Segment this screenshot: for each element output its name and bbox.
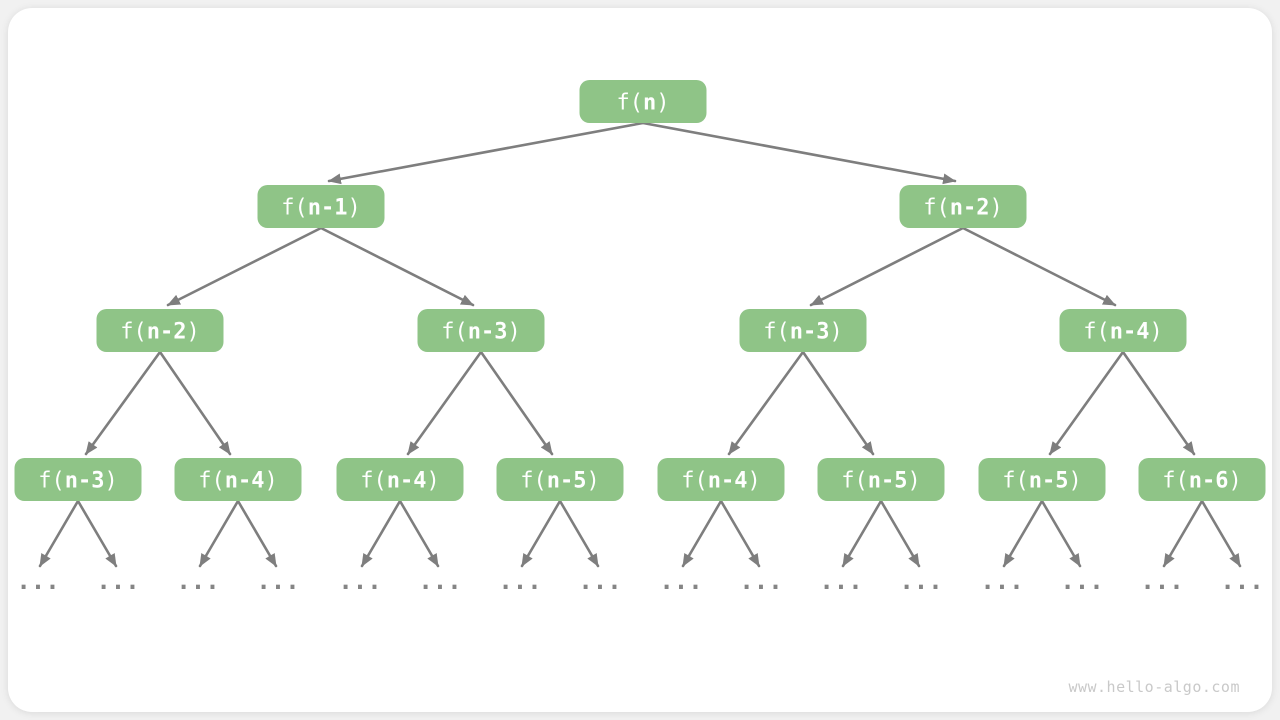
tree-node-box (96, 309, 224, 352)
tree-edge (801, 350, 875, 456)
tree-node-label: f(n-3) (441, 320, 521, 345)
tree-node: f(n-2) (96, 309, 224, 352)
tree-node-label: f(n-6) (1162, 469, 1242, 494)
tree-node: f(n-4) (174, 458, 302, 501)
leaf-arrow (1002, 499, 1044, 568)
tree-node: f(n-3) (739, 309, 867, 352)
tree-node-box (739, 309, 867, 352)
tree-node: f(n-6) (1138, 458, 1266, 501)
tree-edge (809, 226, 965, 307)
leaf-ellipsis: ... (578, 567, 621, 595)
tree-node-box (579, 80, 707, 123)
leaf-arrow (879, 499, 921, 568)
leaf-ellipsis: ... (659, 567, 702, 595)
tree-edge (1048, 350, 1125, 456)
tree-node: f(n-5) (817, 458, 945, 501)
leaf-ellipsis: ... (418, 567, 461, 595)
tree-node: f(n-5) (496, 458, 624, 501)
watermark: www.hello-algo.com (1068, 678, 1240, 696)
tree-node-label: f(n-3) (763, 320, 843, 345)
tree-node-box (14, 458, 142, 501)
leaf-ellipsis: ... (1060, 567, 1103, 595)
leaf-ellipsis: ... (338, 567, 381, 595)
tree-node-label: f(n-5) (520, 469, 600, 494)
leaf-arrow (236, 499, 278, 568)
tree-node-label: f(n-4) (360, 469, 440, 494)
tree-node-box (496, 458, 624, 501)
tree-edge (166, 226, 323, 307)
tree-node-box (817, 458, 945, 501)
tree-node-box (336, 458, 464, 501)
tree-node: f(n) (579, 80, 707, 123)
tree-edge (319, 226, 475, 307)
leaf-arrow (38, 499, 80, 568)
tree-node-label: f(n-2) (923, 196, 1003, 221)
leaf-ellipsis: ... (256, 567, 299, 595)
tree-node: f(n-4) (657, 458, 785, 501)
tree-node: f(n-1) (257, 185, 385, 228)
leaf-ellipsis: ... (96, 567, 139, 595)
tree-node-label: f(n-1) (281, 196, 361, 221)
tree-node-box (1138, 458, 1266, 501)
leaf-ellipsis: ... (1220, 567, 1263, 595)
tree-edge (406, 350, 483, 456)
leaf-ellipsis: ... (498, 567, 541, 595)
tree-edge (641, 121, 957, 185)
leaf-arrow (841, 499, 883, 568)
figure-card (8, 8, 1272, 712)
tree-node: f(n-3) (14, 458, 142, 501)
leaf-ellipsis: ... (819, 567, 862, 595)
tree-node-box (899, 185, 1027, 228)
tree-node-box (417, 309, 545, 352)
leaf-ellipsis: ... (739, 567, 782, 595)
tree-node-label: f(n-5) (1002, 469, 1082, 494)
tree-node: f(n-3) (417, 309, 545, 352)
tree-node-box (657, 458, 785, 501)
tree-node: f(n-5) (978, 458, 1106, 501)
tree-edge (479, 350, 554, 456)
leaf-arrow (719, 499, 761, 568)
tree-node-box (174, 458, 302, 501)
leaf-arrow (558, 499, 600, 568)
leaf-arrow (198, 499, 240, 568)
tree-node-label: f(n) (617, 91, 670, 116)
tree-node: f(n-4) (336, 458, 464, 501)
tree-edge (727, 350, 805, 456)
tree-node-label: f(n-4) (681, 469, 761, 494)
leaf-arrow (360, 499, 402, 568)
tree-edge (327, 121, 645, 185)
leaf-ellipsis: ... (980, 567, 1023, 595)
tree-node-label: f(n-4) (1083, 320, 1163, 345)
tree-node-label: f(n-4) (198, 469, 278, 494)
tree-edge (84, 350, 162, 456)
tree-node-box (1059, 309, 1187, 352)
leaf-ellipsis: ... (1140, 567, 1183, 595)
leaf-ellipsis: ... (16, 567, 59, 595)
leaf-arrow (520, 499, 562, 568)
leaf-ellipsis: ... (899, 567, 942, 595)
tree-edge (961, 226, 1117, 307)
leaf-arrow (1200, 499, 1242, 568)
leaf-arrow (76, 499, 118, 568)
tree-node: f(n-4) (1059, 309, 1187, 352)
leaf-arrow (1040, 499, 1082, 568)
tree-node-box (257, 185, 385, 228)
tree-node: f(n-2) (899, 185, 1027, 228)
leaf-ellipsis: ... (176, 567, 219, 595)
leaf-arrow (398, 499, 440, 568)
leaf-arrow (1162, 499, 1204, 568)
tree-node-box (978, 458, 1106, 501)
tree-node-label: f(n-5) (841, 469, 921, 494)
leaf-arrow (681, 499, 723, 568)
tree-edge (158, 350, 232, 456)
tree-edge (1121, 350, 1196, 456)
tree-node-label: f(n-2) (120, 320, 200, 345)
tree-node-label: f(n-3) (38, 469, 118, 494)
